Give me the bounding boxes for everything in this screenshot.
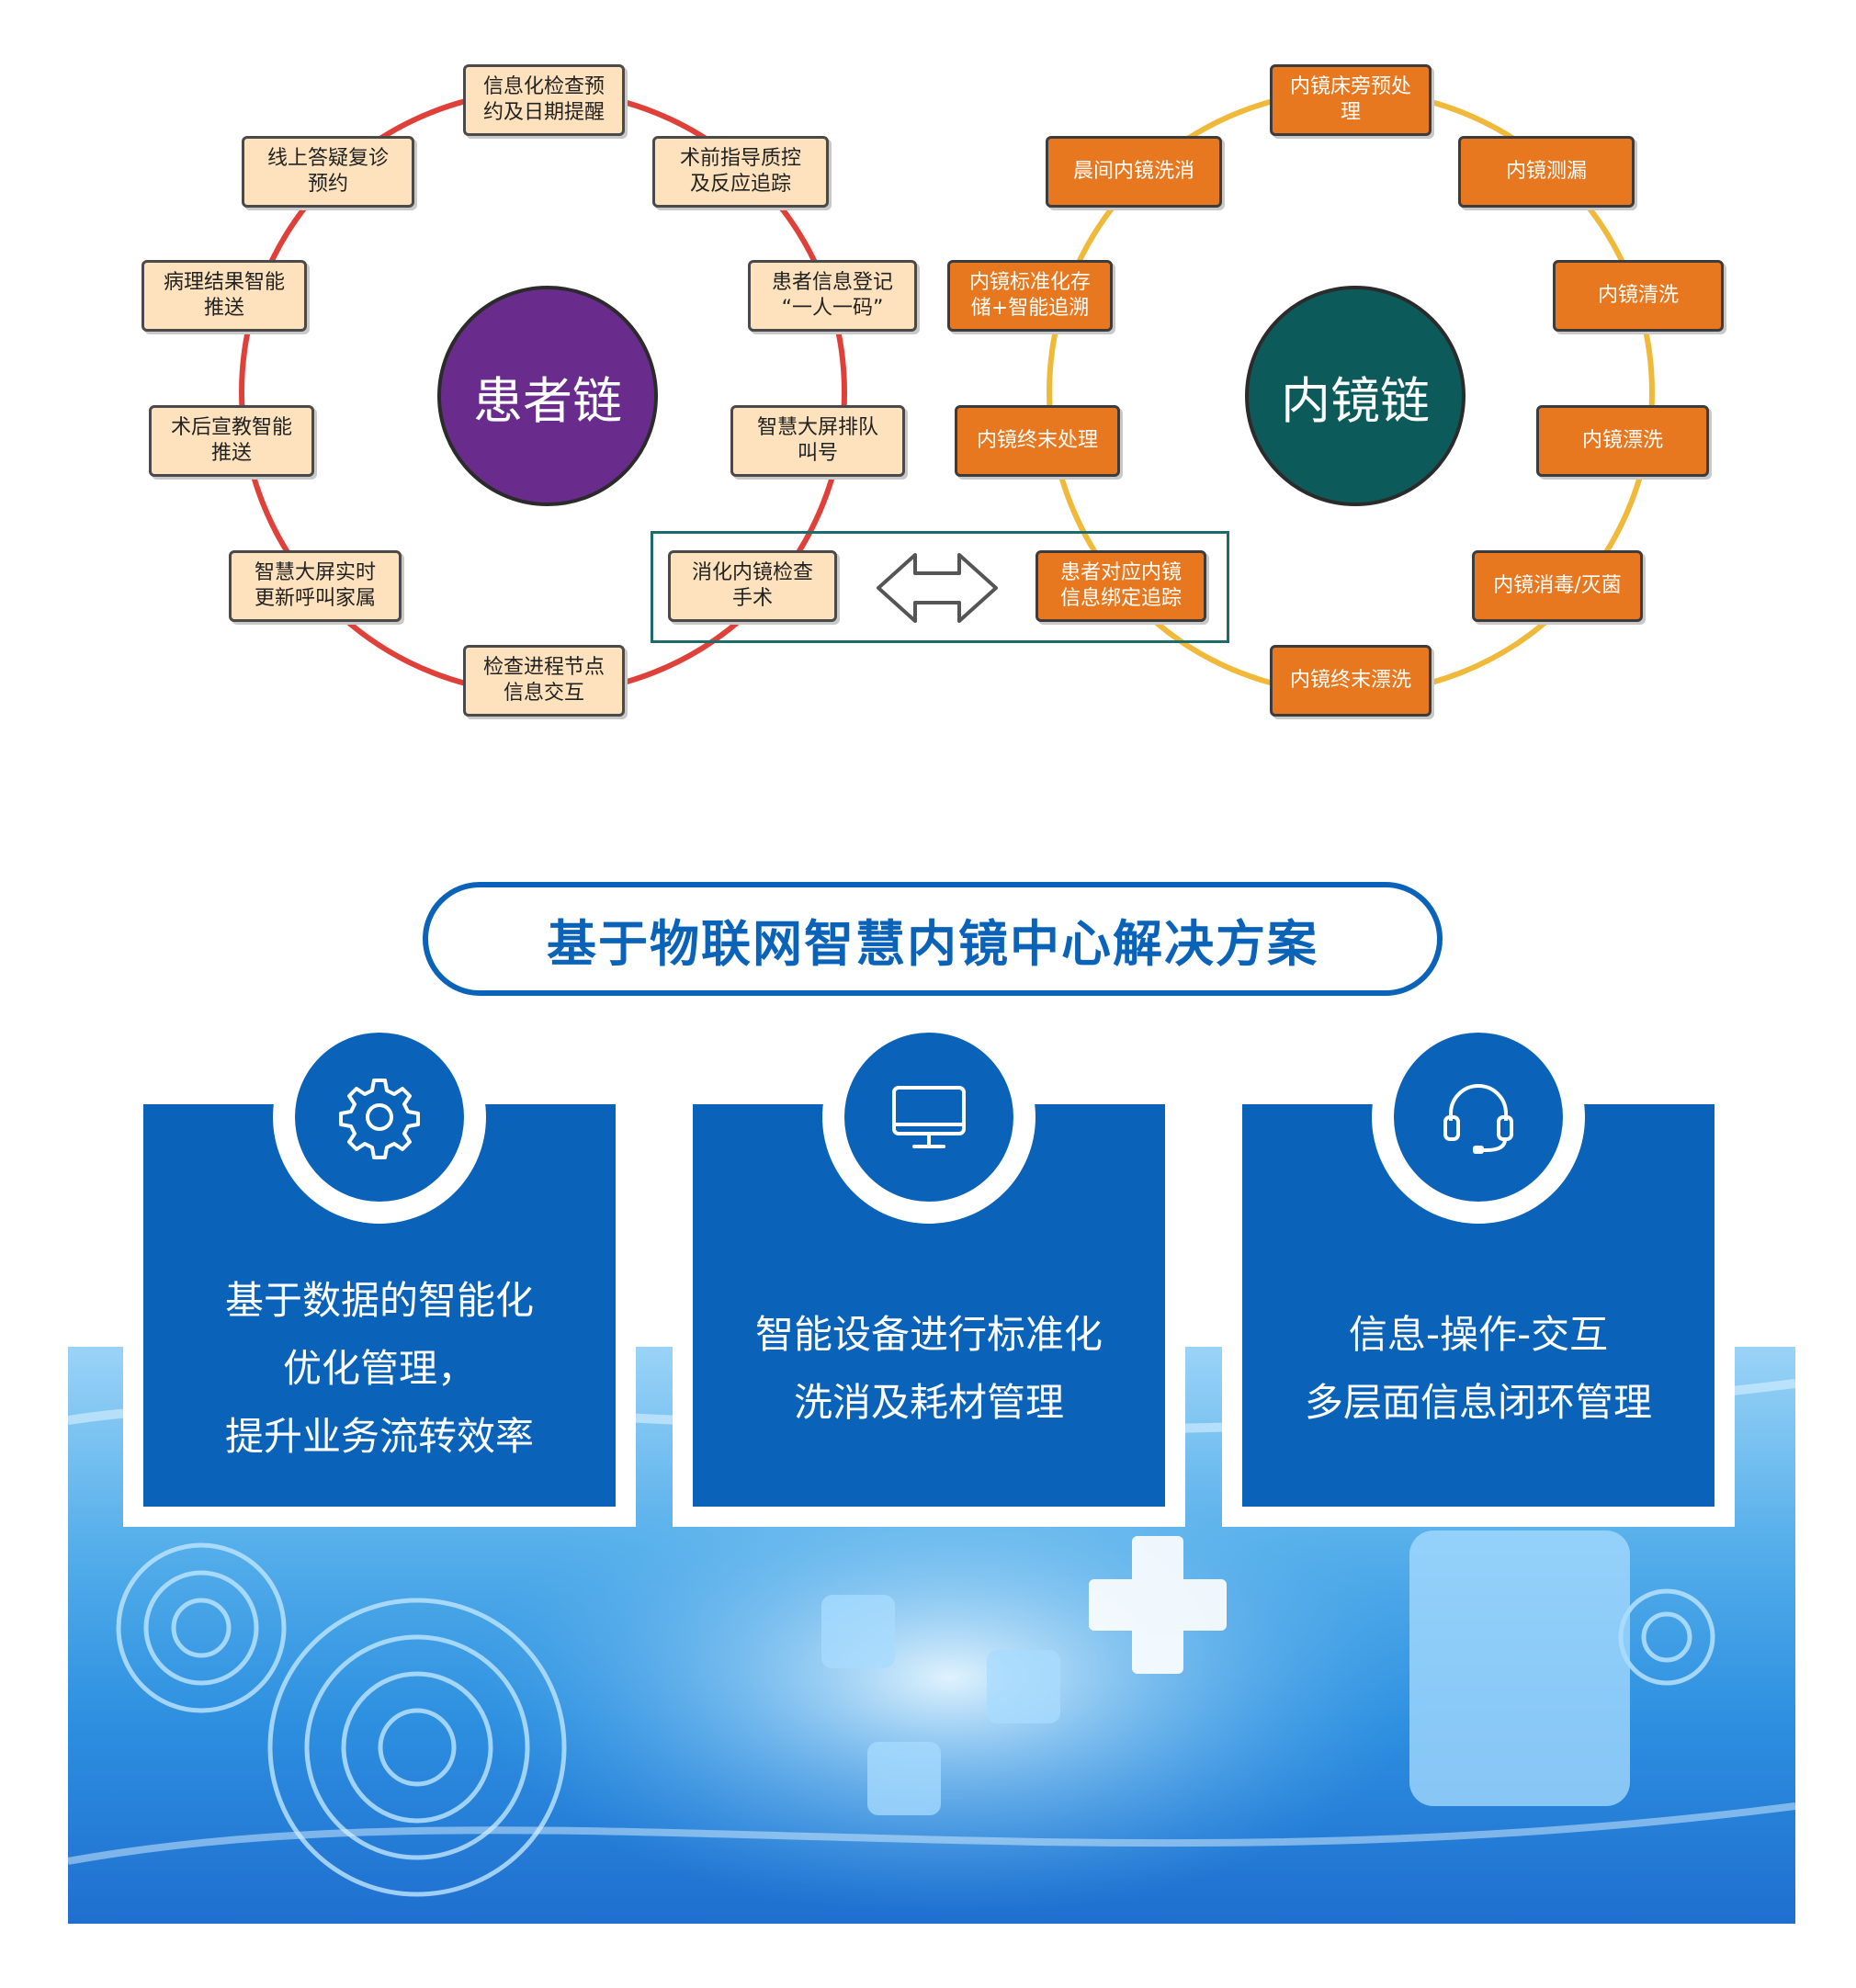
card-line: 基于数据的智能化 <box>224 1278 534 1323</box>
patient-node-family-call: 智慧大屏实时 更新呼叫家属 <box>229 550 402 622</box>
solution-card-text: 基于数据的智能化 优化管理， 提升业务流转效率 <box>225 1267 534 1471</box>
endo-node-leak-test: 内镜测漏 <box>1458 136 1635 208</box>
card-line: 提升业务流转效率 <box>224 1414 534 1459</box>
solution-card-text: 信息-操作-交互 多层面信息闭环管理 <box>1305 1301 1652 1437</box>
endo-node-rinsing: 内镜漂洗 <box>1536 405 1709 477</box>
monitor-icon <box>892 1086 966 1148</box>
endo-node-morning-disinfection: 晨间内镜洗消 <box>1046 136 1222 208</box>
headset-badge <box>1372 1011 1585 1224</box>
headset-icon <box>1443 1084 1513 1154</box>
gear-icon <box>339 1079 420 1159</box>
chain-diagram: 患者链 内镜链 信息化检查预 约及日期提醒 术前指导质控 及反应追踪 患者信息登… <box>0 0 1856 753</box>
endo-node-cleaning: 内镜清洗 <box>1553 260 1724 332</box>
patient-node-preop-guidance: 术前指导质控 及反应追踪 <box>652 136 829 208</box>
card-line: 多层面信息闭环管理 <box>1304 1380 1652 1425</box>
endoscope-chain-hub: 内镜链 <box>1245 286 1466 506</box>
patient-node-postop-education: 术后宣教智能 推送 <box>149 405 314 477</box>
solution-card-frame-1: 基于数据的智能化 优化管理， 提升业务流转效率 <box>123 1084 636 1527</box>
link-frame <box>651 531 1229 643</box>
endo-node-disinfection: 内镜消毒/灭菌 <box>1472 550 1643 622</box>
patient-chain-hub: 患者链 <box>437 286 658 506</box>
double-arrow-icon <box>877 553 998 623</box>
endo-node-patient-binding: 患者对应内镜 信息绑定追踪 <box>1036 550 1206 622</box>
card-line: 优化管理， <box>282 1346 476 1391</box>
gear-badge-circle <box>295 1033 464 1202</box>
patient-chain-title: 患者链 <box>473 371 622 430</box>
solution-card-text: 智能设备进行标准化 洗消及耗材管理 <box>755 1301 1103 1437</box>
headset-badge-circle <box>1394 1033 1563 1202</box>
patient-node-progress-interaction: 检查进程节点 信息交互 <box>463 645 625 717</box>
background-illustration <box>68 1379 1795 1916</box>
patient-node-queue-call: 智慧大屏排队 叫号 <box>730 405 905 477</box>
patient-node-appointment: 信息化检查预 约及日期提醒 <box>463 64 625 136</box>
endo-node-storage-tracing: 内镜标准化存 储+智能追溯 <box>947 260 1113 332</box>
card-line: 洗消及耗材管理 <box>793 1380 1064 1425</box>
endo-node-terminal-processing: 内镜终末处理 <box>955 405 1120 477</box>
solution-title: 基于物联网智慧内镜中心解决方案 <box>547 914 1318 973</box>
endoscope-chain-title: 内镜链 <box>1281 371 1430 430</box>
patient-node-pathology-result: 病理结果智能 推送 <box>141 260 307 332</box>
patient-node-registration: 患者信息登记 “一人一码” <box>748 260 917 332</box>
patient-node-online-followup: 线上答疑复诊 预约 <box>242 136 414 208</box>
endo-node-final-rinse: 内镜终末漂洗 <box>1270 645 1432 717</box>
patient-node-endoscopy-procedure: 消化内镜检查 手术 <box>668 550 837 622</box>
endo-node-bedside-pretreatment: 内镜床旁预处 理 <box>1270 64 1432 136</box>
card-line: 智能设备进行标准化 <box>754 1312 1103 1357</box>
monitor-badge-circle <box>844 1033 1013 1202</box>
card-line: 信息-操作-交互 <box>1348 1312 1609 1357</box>
monitor-badge <box>822 1011 1036 1224</box>
solution-title-banner: 基于物联网智慧内镜中心解决方案 <box>423 882 1443 996</box>
gear-badge <box>273 1011 486 1224</box>
